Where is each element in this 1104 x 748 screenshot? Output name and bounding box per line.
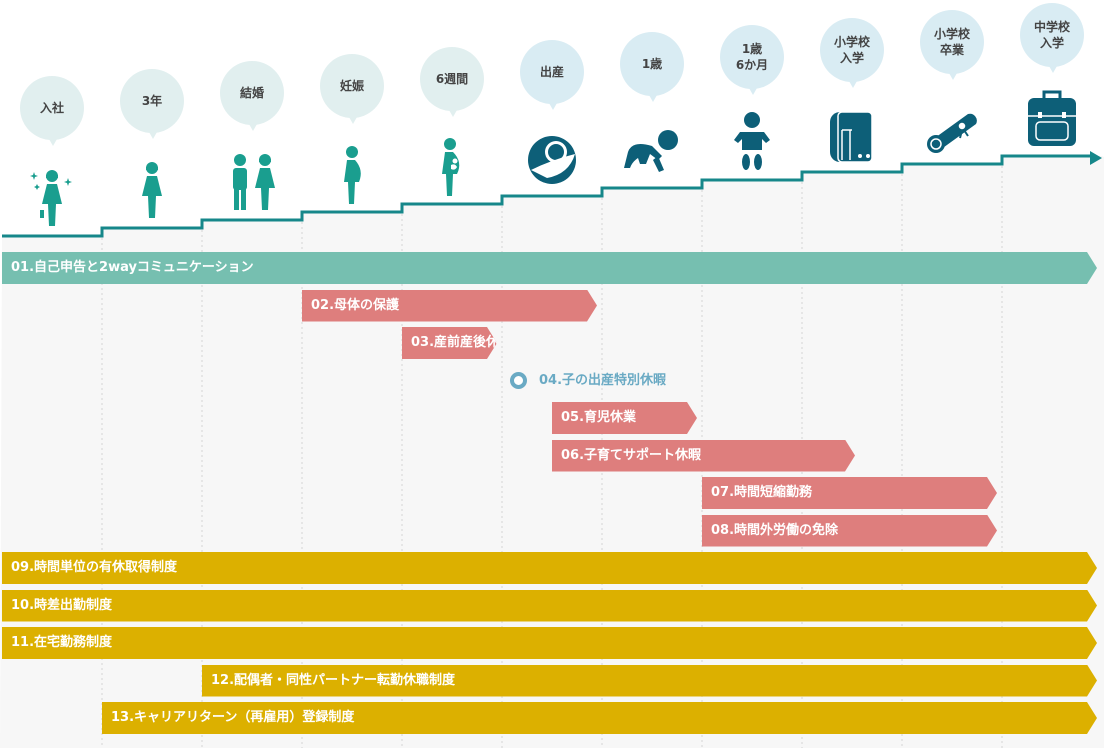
milestone-label: 入社 [39, 101, 64, 115]
milestone-bubble: 妊娠 [320, 54, 384, 125]
milestone-bubble: 小学校卒業 [920, 10, 984, 81]
pregnant-woman-icon [322, 142, 382, 206]
milestone-label: 入学 [839, 50, 864, 65]
milestone-bubble: 結婚 [220, 61, 284, 132]
milestone-label: 出産 [539, 64, 564, 79]
milestone-label: 小学校 [933, 27, 970, 42]
milestone-label: 1歳 [741, 41, 763, 56]
milestone-label: 中学校 [1033, 20, 1070, 34]
milestone-label: 結婚 [239, 86, 264, 101]
couple-icon [222, 150, 282, 214]
milestone-label: 3年 [141, 93, 163, 108]
program-bar: 12.配偶者・同性パートナー転勤休職制度 [202, 665, 1097, 697]
pregnant-woman-baby-icon [422, 134, 482, 198]
milestone-label: 入学 [1039, 36, 1064, 50]
school-bag-icon [1022, 86, 1082, 150]
milestone-label: 卒業 [939, 43, 964, 58]
circle-marker-icon [510, 372, 527, 389]
program-bar: 06.子育てサポート休暇 [552, 440, 855, 472]
milestone-label: 6か月 [735, 57, 769, 72]
milestone-bubble: 6週間 [420, 46, 484, 117]
program-bar: 10.時差出勤制度 [2, 590, 1097, 622]
program-bar: 08.時間外労働の免除 [702, 515, 997, 547]
program-bar: 11.在宅勤務制度 [2, 627, 1097, 659]
milestone-bubble: 中学校入学 [1020, 3, 1084, 73]
milestone-label: 6週間 [435, 71, 469, 86]
milestone-label: 小学校 [833, 34, 870, 49]
milestone-bubble: 3年 [120, 68, 184, 139]
program-bar: 02.母体の保護 [302, 290, 597, 322]
school-backpack-icon [822, 102, 882, 166]
timeline-arrow-head [1090, 151, 1102, 165]
milestone-bubble: 小学校入学 [820, 17, 884, 88]
milestone-label: 1歳 [641, 57, 663, 72]
program-bar: 03.産前産後休暇 [402, 327, 497, 359]
employee-woman-icon [122, 158, 182, 222]
timeline-step-line [2, 154, 1092, 238]
crawling-baby-icon [622, 118, 682, 182]
newborn-baby-icon [522, 126, 582, 190]
milestone-bubble: 入社 [20, 76, 84, 146]
program-bar: 01.自己申告と2wayコミュニケーション [2, 252, 1097, 284]
program-bar: 07.時間短縮勤務 [702, 477, 997, 509]
program-item: 04.子の出産特別休暇 [510, 365, 666, 397]
program-bar: 13.キャリアリターン（再雇用）登録制度 [102, 702, 1097, 734]
toddler-icon [722, 110, 782, 174]
milestone-label: 妊娠 [339, 79, 364, 94]
program-bar: 05.育児休業 [552, 402, 697, 434]
diploma-icon [922, 94, 982, 158]
program-label: 04.子の出産特別休暇 [539, 372, 667, 388]
milestone-bubble: 1歳 [620, 32, 684, 103]
new-employee-icon [22, 166, 82, 230]
milestone-bubble: 出産 [520, 39, 584, 110]
program-bar: 09.時間単位の有休取得制度 [2, 552, 1097, 584]
